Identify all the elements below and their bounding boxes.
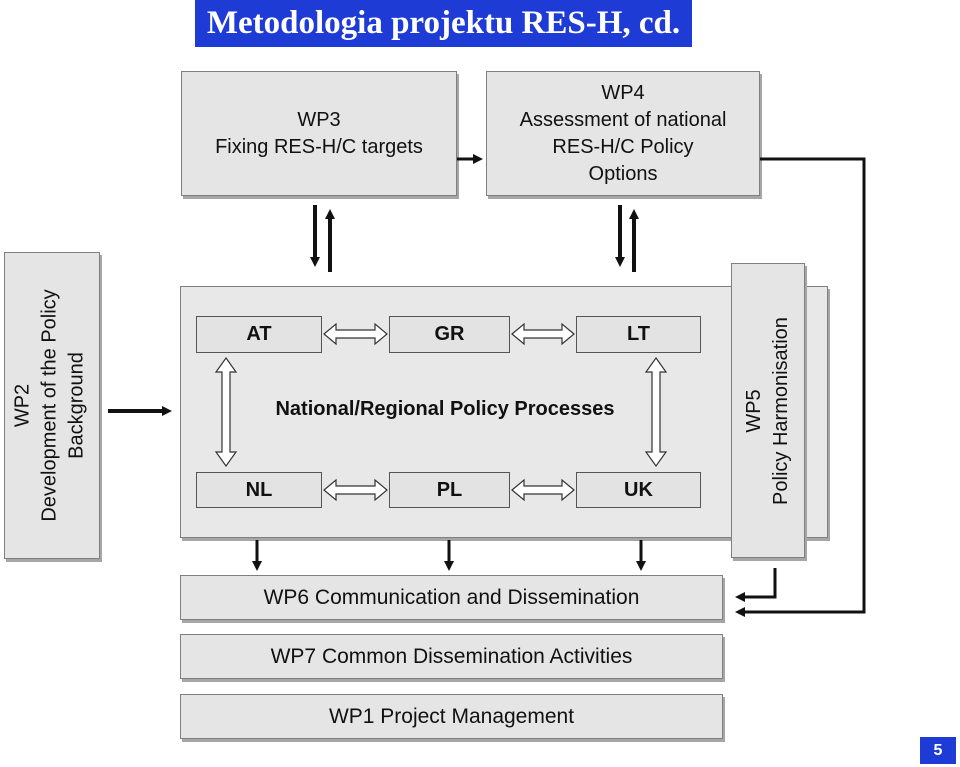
- wp4-description-line3: Options: [588, 162, 658, 185]
- wp6-box: WP6 Communication and Dissemination: [180, 575, 723, 620]
- wp4-label: WP4: [601, 81, 645, 104]
- wp3-label: WP3: [297, 108, 341, 131]
- wp4-box: WP4 Assessment of national RES-H/C Polic…: [486, 71, 760, 196]
- wp1-box: WP1 Project Management: [180, 694, 723, 739]
- wp4-description-line2: RES-H/C Policy: [552, 135, 694, 158]
- arrow-wp5-wp6: [735, 568, 777, 602]
- double-arrow-gr-lt: [511, 322, 575, 346]
- process-label: National/Regional Policy Processes: [275, 398, 615, 420]
- node-at: AT: [196, 316, 322, 353]
- double-arrow-at-nl: [214, 356, 238, 468]
- node-uk: UK: [576, 472, 701, 508]
- wp4-description-line1: Assessment of national: [519, 108, 727, 131]
- node-lt: LT: [576, 316, 701, 353]
- node-gr: GR: [389, 316, 510, 353]
- wp7-box: WP7 Common Dissemination Activities: [180, 634, 723, 679]
- wp3-description: Fixing RES-H/C targets: [215, 135, 423, 158]
- double-arrow-at-gr: [323, 322, 388, 346]
- page-title: Metodologia projektu RES-H, cd.: [195, 0, 692, 47]
- arrow-wp4-wp6: [735, 157, 866, 617]
- wp5-box: [731, 263, 805, 558]
- double-arrow-nl-pl: [323, 478, 388, 502]
- double-arrow-lt-uk: [644, 356, 668, 468]
- page-number: 5: [920, 737, 956, 764]
- double-arrow-pl-uk: [511, 478, 575, 502]
- wp2-box: [4, 252, 100, 559]
- node-nl: NL: [196, 472, 322, 508]
- wp3-box: WP3 Fixing RES-H/C targets: [181, 71, 457, 196]
- node-pl: PL: [389, 472, 510, 508]
